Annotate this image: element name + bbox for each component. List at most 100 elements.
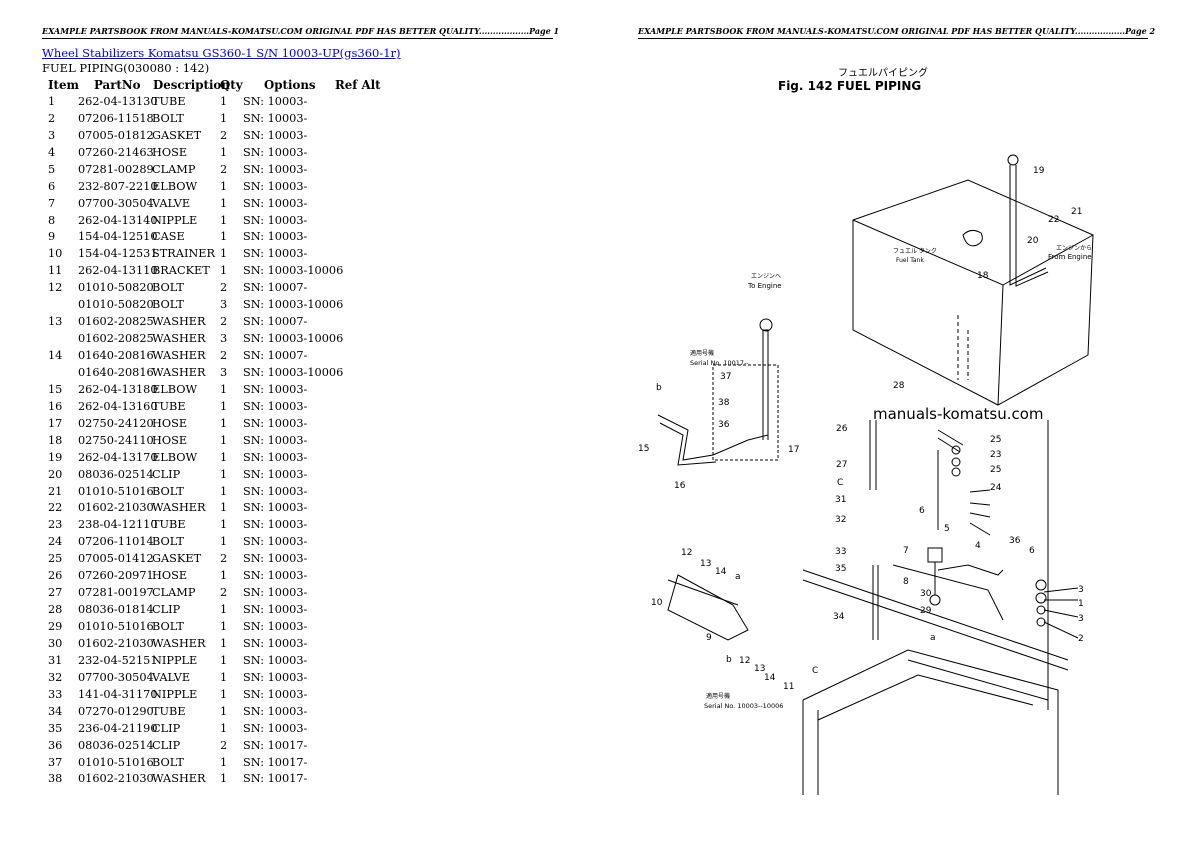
cell-description: ELBOW: [152, 450, 198, 464]
cell-part-number: 262-04-13140: [78, 213, 158, 227]
col-header-options: Options: [264, 78, 316, 92]
cell-part-number: 262-04-13170: [78, 450, 158, 464]
callout-label: 20: [1027, 236, 1039, 246]
cell-part-number: 07700-30504: [78, 670, 154, 684]
cell-part-number: 01010-50820: [78, 298, 154, 312]
to-engine-label: To Engine: [747, 282, 782, 290]
cell-item-number: 13: [48, 315, 63, 329]
cell-quantity: 2: [220, 738, 228, 752]
cell-quantity: 1: [220, 653, 228, 667]
callout-label: 15: [638, 444, 649, 454]
cell-item-number: 31: [48, 653, 63, 667]
callout-label: 24: [990, 483, 1002, 493]
cell-description: BOLT: [152, 535, 184, 549]
callout-label: 29: [920, 606, 932, 616]
cell-quantity: 3: [220, 332, 228, 346]
cell-description: HOSE: [152, 569, 188, 583]
callout-label: b: [726, 655, 732, 665]
cell-description: CLAMP: [152, 586, 196, 600]
callout-label: 25: [990, 465, 1001, 475]
cell-description: WASHER: [152, 772, 206, 786]
cell-item-number: 20: [48, 467, 63, 481]
cell-options: SN: 10003-: [243, 518, 308, 532]
cell-part-number: 262-04-13160: [78, 399, 158, 413]
cell-part-number: 07005-01812: [78, 128, 154, 142]
cell-description: WASHER: [152, 501, 206, 515]
cell-item-number: 11: [48, 264, 63, 278]
callout-label: 16: [674, 481, 686, 491]
callout-label: 33: [835, 547, 846, 557]
cell-options: SN: 10003-: [243, 179, 308, 193]
serial-box-1: [712, 364, 779, 461]
cell-options: SN: 10003-: [243, 111, 308, 125]
cell-item-number: 14: [48, 349, 63, 362]
cell-quantity: 1: [220, 247, 228, 261]
cell-part-number: 236-04-21190: [78, 721, 158, 735]
cell-quantity: 1: [220, 196, 228, 210]
callout-label: 19: [1033, 166, 1045, 176]
cell-quantity: 2: [220, 349, 228, 362]
cell-description: TUBE: [152, 518, 186, 532]
cell-options: SN: 10003-: [243, 128, 308, 142]
cell-part-number: 232-04-52151: [78, 653, 158, 667]
cell-item-number: 19: [48, 450, 63, 464]
cell-quantity: 1: [220, 467, 228, 481]
diagram-linework: [657, 154, 1094, 795]
tank-front-edge: [997, 284, 1004, 406]
tank-outline: [852, 179, 1094, 406]
cell-quantity: 1: [220, 636, 228, 650]
cell-part-number: 07700-30504: [78, 196, 154, 210]
cell-options: SN: 10003-: [243, 620, 308, 633]
cell-description: GASKET: [152, 552, 202, 566]
cell-item-number: 12: [48, 281, 63, 295]
cell-part-number: 07005-01412: [78, 552, 154, 566]
cell-options: SN: 10003-: [243, 636, 308, 650]
cell-part-number: 07206-11518: [78, 111, 154, 125]
callout-label: 3: [1078, 614, 1084, 624]
frame-lines: [892, 420, 1049, 710]
cell-description: NIPPLE: [152, 653, 198, 667]
cell-options: SN: 10003-: [243, 569, 308, 583]
cell-description: TUBE: [152, 94, 186, 108]
cell-quantity: 1: [220, 213, 228, 227]
cell-part-number: 262-04-13130: [78, 94, 158, 108]
cell-part-number: 08036-02514: [78, 467, 154, 481]
callout-label: 36: [718, 420, 730, 430]
cell-options: SN: 10017-: [243, 772, 308, 786]
cell-item-number: 37: [48, 755, 63, 769]
cell-description: WASHER: [152, 332, 206, 346]
cell-quantity: 1: [220, 603, 228, 617]
cell-options: SN: 10003-10006: [243, 332, 344, 346]
cell-quantity: 1: [220, 687, 228, 701]
callout-label: 17: [788, 445, 799, 455]
callout-label: 7: [903, 546, 909, 556]
callout-label: 22: [1048, 215, 1059, 225]
model-title-link[interactable]: Wheel Stabilizers Komatsu GS360-1 S/N 10…: [42, 46, 401, 60]
pipe-4: [937, 564, 1004, 576]
cell-description: BRACKET: [152, 264, 210, 278]
cell-item-number: 38: [48, 772, 63, 786]
cell-item-number: 10: [48, 247, 63, 261]
cell-item-number: 30: [48, 636, 63, 650]
cell-description: BOLT: [152, 755, 184, 769]
cell-item-number: 28: [48, 603, 63, 617]
callout-label: 6: [1029, 546, 1035, 556]
cell-description: WASHER: [152, 315, 206, 329]
serial-label-1: Serial No. 10017--: [690, 359, 749, 367]
jp-title: フュエルパイピング: [838, 66, 928, 79]
callout-label: 9: [706, 633, 712, 643]
callout-label: 2: [1078, 634, 1084, 644]
cell-description: HOSE: [152, 145, 188, 159]
cell-options: SN: 10007-: [243, 315, 308, 329]
cell-description: BOLT: [152, 111, 184, 125]
cell-part-number: 01010-50820: [78, 281, 154, 295]
cell-description: ELBOW: [152, 179, 198, 193]
callout-label: 3: [1078, 585, 1084, 595]
serial-label-jp-2: 適用号機: [706, 692, 730, 700]
cell-options: SN: 10003-: [243, 94, 308, 108]
callout-label: 4: [975, 541, 981, 551]
cell-description: TUBE: [152, 704, 186, 718]
cell-options: SN: 10003-: [243, 535, 308, 549]
cell-item-number: 16: [48, 399, 63, 413]
cell-item-number: 33: [48, 687, 63, 701]
